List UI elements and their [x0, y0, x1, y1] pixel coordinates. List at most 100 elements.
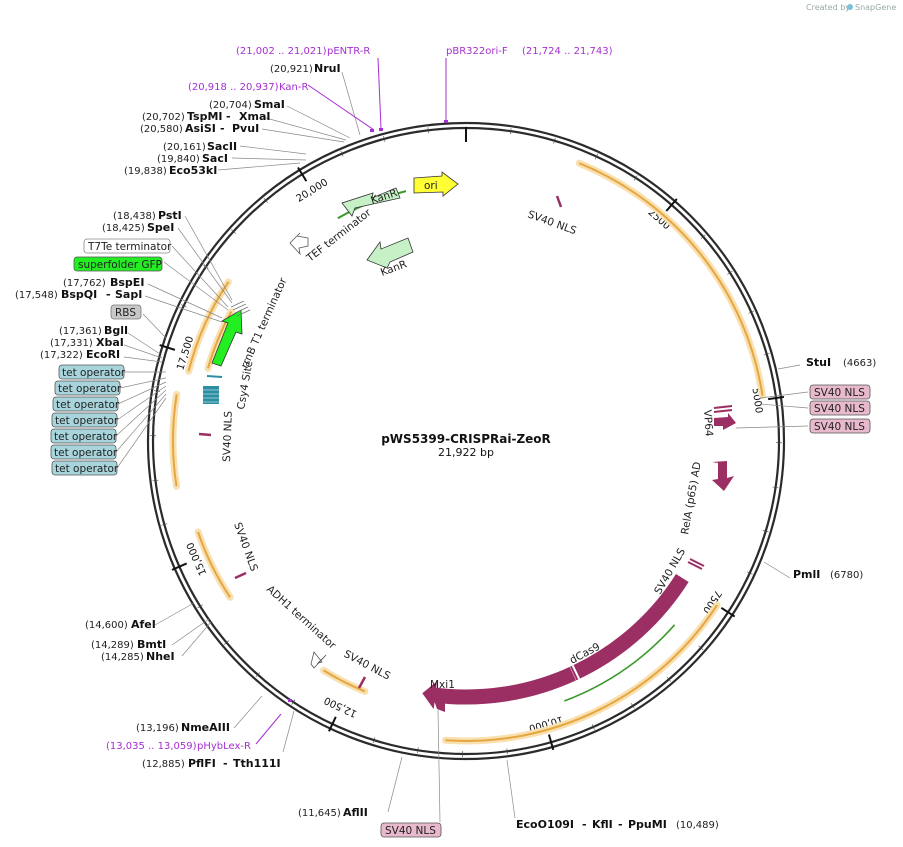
enzyme-stui[interactable]: StuI (4663): [806, 356, 876, 369]
boxed-label-tet-3[interactable]: tet operator: [52, 396, 120, 412]
enzyme-spei[interactable]: (18,425) SpeI: [102, 221, 174, 234]
enzyme-eco0109i-kfli-ppumi[interactable]: EcoO109I - KflI - PpuMI (10,489): [516, 818, 719, 831]
svg-text:BmtI: BmtI: [137, 638, 166, 651]
gfp-feature[interactable]: [211, 309, 243, 367]
svg-text:RBS: RBS: [115, 307, 136, 319]
svg-text:AfeI: AfeI: [131, 618, 156, 631]
enzyme-nrui[interactable]: (20,921) NruI: [270, 62, 341, 75]
svg-text:(20,161): (20,161): [163, 142, 206, 153]
enzyme-nmeaiii[interactable]: (13,196) NmeAIII: [136, 721, 230, 734]
primer-phyblex-r[interactable]: (13,035 .. 13,059) pHybLex-R: [106, 741, 251, 752]
enzyme-psti[interactable]: (18,438) PstI: [113, 209, 182, 222]
svg-text:BglI: BglI: [104, 324, 128, 337]
enzyme-bgli[interactable]: (17,361) BglI: [59, 324, 128, 337]
boxed-label-tet-5[interactable]: tet operator: [50, 428, 118, 444]
leader-line-6: [217, 162, 301, 171]
enzyme-aflii[interactable]: (11,645) AflII: [298, 806, 368, 819]
enzyme-tspmi-xmai[interactable]: (20,702) TspMI - XmaI: [142, 110, 270, 123]
minor-tick: [291, 699, 296, 705]
svg-text:Kan-R: Kan-R: [279, 82, 308, 93]
leader-line-7: [184, 215, 233, 301]
kanr-feature-1[interactable]: [341, 187, 401, 217]
svg-text:-: -: [582, 818, 587, 831]
leader-line-14: [127, 332, 161, 355]
enzyme-nhei[interactable]: (14,285) NheI: [101, 650, 175, 663]
boxed-label-tet-2[interactable]: tet operator: [54, 380, 122, 396]
feature-arcs: [169, 159, 766, 745]
credit-brand: SnapGene: [855, 3, 896, 12]
primer-kan-r[interactable]: (20,918 .. 20,937) Kan-R: [188, 82, 308, 93]
adh1-terminator-feature[interactable]: [310, 651, 327, 669]
svg-text:tet operator: tet operator: [54, 431, 118, 443]
minor-tick: [763, 353, 770, 356]
enzyme-pflfi-tth111i[interactable]: (12,885) PflFI - Tth111I: [142, 757, 281, 770]
svg-text:SacI: SacI: [202, 152, 228, 165]
mxi1-feature[interactable]: [433, 690, 445, 712]
enzyme-pmli[interactable]: PmlI (6780): [793, 568, 863, 581]
svg-text:PpuMI: PpuMI: [628, 818, 667, 831]
svg-text:pBR322ori-F: pBR322ori-F: [446, 46, 508, 57]
tef-terminator-feature[interactable]: [289, 232, 309, 256]
leader-line-4: [239, 145, 307, 155]
enzyme-bspqi-sapi[interactable]: (17,548) BspQI - SapI: [15, 288, 142, 301]
kanr-arc-bottom: [564, 624, 676, 702]
svg-text:(20,918 .. 20,937): (20,918 .. 20,937): [188, 82, 279, 93]
enzyme-ecori[interactable]: (17,322) EcoRI: [40, 348, 120, 361]
minor-tick: [197, 604, 203, 609]
boxed-label-t7te[interactable]: T7Te terminator: [83, 238, 172, 254]
rrnb-terminator-marks: [230, 300, 251, 317]
minor-tick: [698, 645, 704, 651]
enzyme-bspei[interactable]: (17,762) BspEI: [63, 276, 144, 289]
rela-label: RelA (p65) AD: [679, 461, 704, 536]
boxed-label-sv40-bottom[interactable]: SV40 NLS: [380, 822, 442, 838]
enzyme-sacii[interactable]: (20,161) SacII: [163, 140, 237, 153]
svg-text:SV40 NLS: SV40 NLS: [385, 825, 436, 837]
boxed-label-tet-6[interactable]: tet operator: [50, 444, 118, 460]
boxed-label-sv40-right-1[interactable]: SV40 NLS: [809, 384, 871, 400]
minor-tick: [591, 724, 595, 730]
svg-text:EcoO109I: EcoO109I: [516, 818, 574, 831]
boxed-label-gfp[interactable]: superfolder GFP: [73, 256, 163, 272]
csy4-site-mark: [206, 375, 223, 378]
primer-pentr-r[interactable]: (21,002 .. 21,021) pENTR-R: [236, 46, 370, 57]
boxed-label-tet-1[interactable]: tet operator: [58, 364, 126, 380]
ori-feature[interactable]: [413, 171, 459, 197]
orf-arc-bottom: [445, 604, 718, 742]
leader-line-32: [233, 695, 263, 729]
boxed-label-tet-4[interactable]: tet operator: [51, 412, 119, 428]
enzyme-smai[interactable]: (20,704) SmaI: [209, 98, 285, 111]
leader-line-19: [117, 381, 167, 405]
boxed-label-sv40-right-3[interactable]: SV40 NLS: [809, 418, 871, 434]
enzyme-bmti[interactable]: (14,289) BmtI: [91, 638, 166, 651]
kanr-feature-2[interactable]: [366, 237, 414, 269]
svg-text:(19,838): (19,838): [124, 166, 167, 177]
boxed-label-tet-7[interactable]: tet operator: [51, 460, 119, 476]
enzyme-saci[interactable]: (19,840) SacI: [157, 152, 228, 165]
boxed-label-sv40-right-2[interactable]: SV40 NLS: [809, 400, 871, 416]
leader-line-21: [115, 389, 167, 437]
leader-lines: [115, 71, 809, 823]
svg-text:XmaI: XmaI: [239, 110, 270, 123]
snapgene-logo-icon: [847, 4, 853, 10]
svg-text:PvuI: PvuI: [232, 122, 259, 135]
svg-text:superfolder GFP: superfolder GFP: [78, 259, 162, 271]
enzyme-asisi-pvui[interactable]: (20,580) AsiSI - PvuI: [140, 122, 259, 135]
svg-text:(11,645): (11,645): [298, 808, 341, 819]
rela-feature[interactable]: [712, 461, 734, 491]
primer-pbr322ori-f[interactable]: pBR322ori-F (21,724 .. 21,743): [446, 46, 613, 57]
enzyme-eco53ki[interactable]: (19,838) Eco53kI: [124, 164, 217, 177]
mxi1-label: Mxi1: [430, 679, 455, 691]
tick-mark-6: [159, 344, 176, 351]
enzyme-afei[interactable]: (14,600) AfeI: [85, 618, 156, 631]
enzyme-xbai[interactable]: (17,331) XbaI: [50, 336, 124, 349]
svg-text:AsiSI: AsiSI: [185, 122, 216, 135]
vp64-feature[interactable]: [714, 413, 736, 430]
tick-mark-5: [171, 562, 188, 571]
svg-text:TspMI: TspMI: [187, 110, 223, 123]
minor-tick: [700, 234, 706, 239]
svg-text:pENTR-R: pENTR-R: [327, 46, 370, 57]
leader-line-10: [163, 261, 229, 311]
boxed-label-rbs[interactable]: RBS: [110, 304, 142, 320]
leader-line-35: [437, 709, 441, 823]
leader-line-27: [735, 425, 809, 429]
